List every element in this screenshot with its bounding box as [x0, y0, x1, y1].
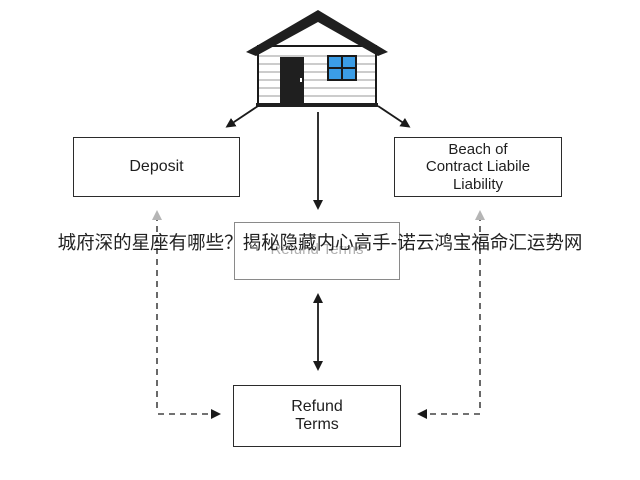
deposit-label: Deposit: [129, 157, 184, 175]
refund-top-label: Refund Terms: [270, 241, 364, 258]
arrow-house-to-breach: [377, 105, 411, 128]
refund-bottom-label-line: Terms: [295, 416, 339, 433]
refund-terms-box-bottom: Refund Terms: [233, 385, 401, 447]
deposit-box: Deposit: [73, 137, 240, 197]
breach-of-contract-box: Beach of Contract Liabile Liability: [394, 137, 562, 197]
breach-label: Beach of Contract Liabile Liability: [426, 141, 530, 193]
breach-label-line: Liability: [452, 175, 503, 193]
refund-bottom-label-line: Refund: [291, 397, 343, 415]
refund-bottom-label: Refund Terms: [291, 398, 343, 435]
overlay-caption: 城府深的星座有哪些？揭秘隐藏内心高手-诺云鸿宝福命汇运势网: [57, 233, 583, 254]
arrow-house-to-deposit: [225, 105, 259, 128]
house-icon: [246, 10, 388, 107]
breach-label-line: Contract Liabile: [425, 158, 531, 176]
breach-label-line: Beach of: [448, 141, 508, 159]
refund-terms-box-top: Refund Terms: [234, 222, 400, 280]
